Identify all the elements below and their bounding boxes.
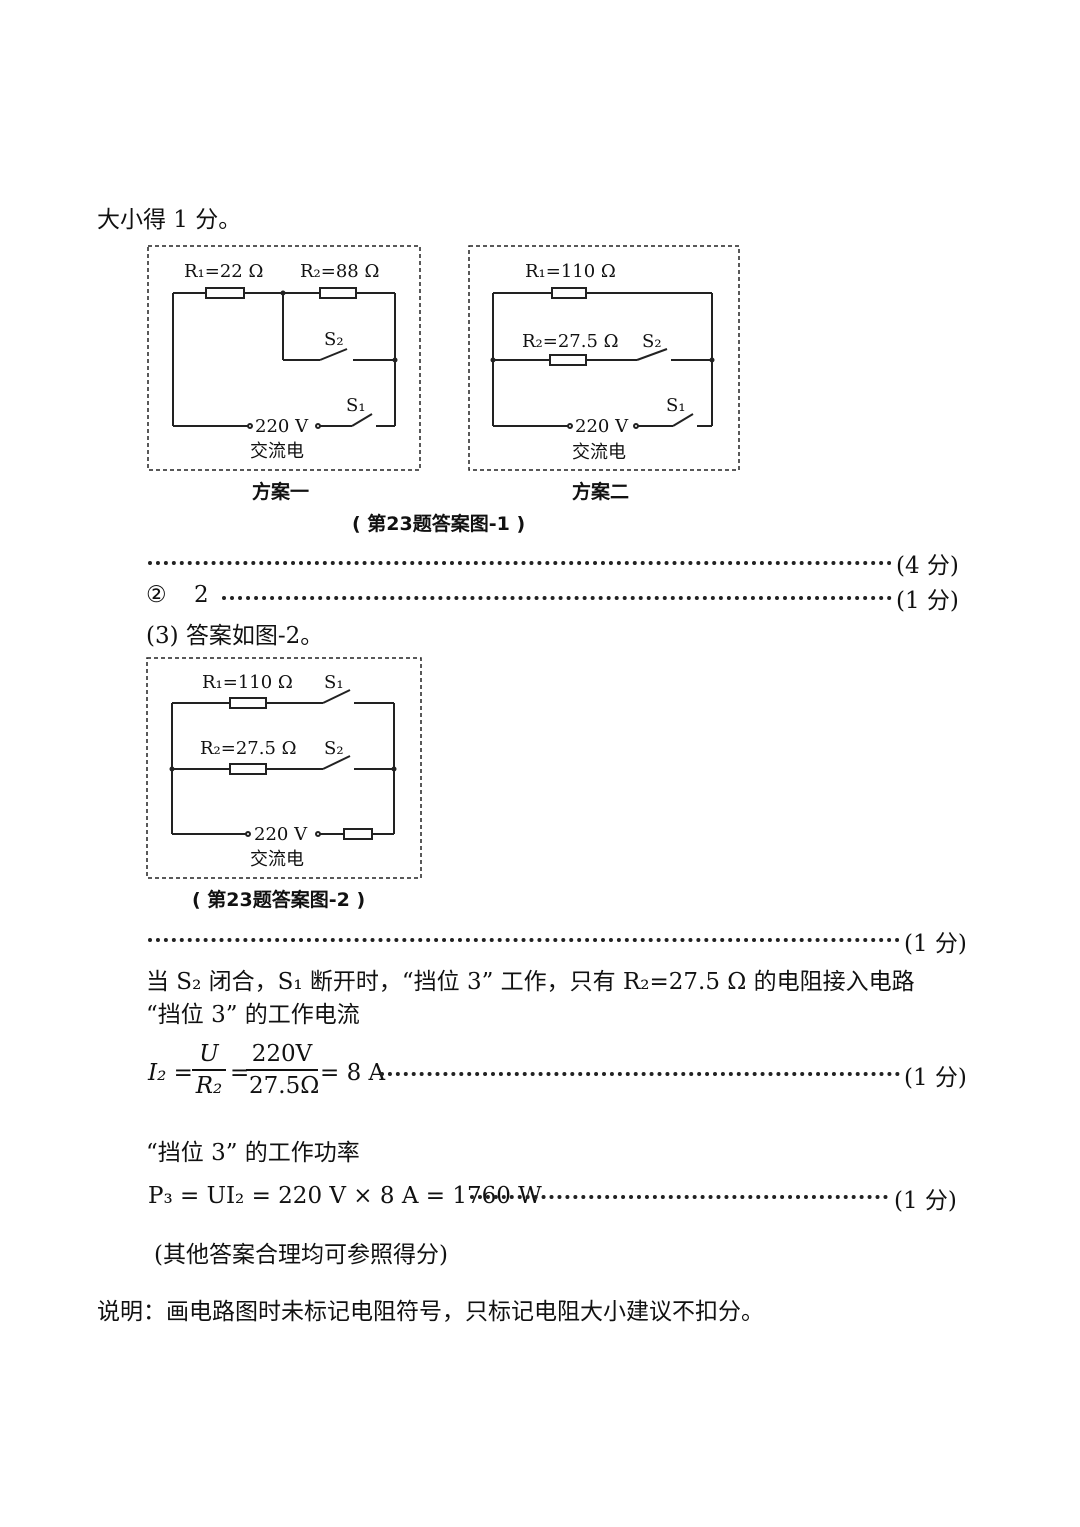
figure-1-caption: ( 第23题答案图-1 ) [352,512,525,535]
eq1-lhs: I₂ = [148,1060,193,1086]
fuse-symbol [343,828,373,840]
scheme-1-r2-label: R₂=88 Ω [300,261,379,282]
item-2-score: (1 分) [896,588,959,614]
scheme-1-voltage-label: 220 V [255,416,309,437]
scheme-2-s2-label: S₂ [642,331,662,352]
fig2-resistor-r2-symbol [229,763,267,775]
score-a: (4 分) [896,553,959,579]
note-grading: 说明：画电路图时未标记电阻符号，只标记电阻大小建议不扣分。 [97,1299,764,1325]
part-3-text: (3) 答案如图-2。 [146,623,324,649]
resistor-r1-symbol [205,287,245,299]
fig2-s2-label: S₂ [324,738,344,759]
eq1-equals: = [230,1060,250,1086]
eq1-result: = 8 A [320,1060,386,1086]
intro-text: 大小得 1 分。 [97,207,242,233]
scheme-2-resistor-r2-symbol [549,354,587,366]
eq1-fraction-2: 220V 27.5Ω [246,1041,320,1099]
dot-leader [148,938,900,942]
scheme-2-r2-label: R₂=27.5 Ω [522,331,619,352]
fig2-voltage-label: 220 V [254,824,308,845]
dot-leader [470,1195,888,1199]
dot-leader [380,1072,900,1076]
scheme-2-ac-label: 交流电 [572,442,626,463]
eq1-numerator-2: 220V [251,1041,313,1067]
scheme-2-voltage-label: 220 V [575,416,629,437]
eq2-score: (1 分) [894,1188,957,1214]
scheme-1-ac-label: 交流电 [250,441,304,462]
fig2-switch-s1-symbol [322,689,351,704]
switch-s2-symbol [319,348,348,361]
scheme-1-r1-label: R₁=22 Ω [184,261,263,282]
scheme-1-s2-label: S₂ [324,329,344,350]
fig2-resistor-r1-symbol [229,697,267,709]
scheme-2-name: 方案二 [572,480,629,503]
eq1-denominator-1: R₂ [195,1073,223,1099]
scheme-2-switch-s1-symbol [672,413,694,427]
scheme-1-name: 方案一 [252,480,309,503]
circuit-figure-2: R₁=110 Ω S₁ R₂=27.5 Ω S₂ 220 V 交流电 ( 第23… [146,657,422,911]
figure-2-caption: ( 第23题答案图-2 ) [192,888,365,911]
explanation-line-3: “挡位 3” 的工作功率 [146,1140,360,1166]
fig2-ac-label: 交流电 [250,849,304,870]
item-2-value: 2 [194,582,209,608]
switch-s1-symbol [351,413,373,427]
explanation-line-1: 当 S₂ 闭合，S₁ 断开时，“挡位 3” 工作，只有 R₂=27.5 Ω 的电… [146,969,915,995]
eq1-score: (1 分) [904,1065,967,1091]
scheme-2-switch-s2-symbol [636,348,668,361]
eq1-numerator-1: U [199,1041,219,1067]
scheme-2-s1-label: S₁ [666,395,686,416]
fig2-r2-label: R₂=27.5 Ω [200,738,297,759]
eq1-fraction-1: U R₂ [192,1041,226,1099]
scheme-2-r1-label: R₁=110 Ω [525,261,616,282]
scheme-2-resistor-r1-symbol [551,287,587,299]
fig2-r1-label: R₁=110 Ω [202,672,293,693]
dot-leader [148,561,892,565]
item-2-marker: ② [146,582,167,608]
note-other-answers: (其他答案合理均可参照得分) [154,1242,448,1268]
circuit-figure-1: R₁=22 Ω R₂=88 Ω S₂ S₁ 220 V 交流电 方案一 R₁=1… [147,245,740,535]
eq1-denominator-2: 27.5Ω [249,1073,320,1099]
score-b: (1 分) [904,931,967,957]
scheme-1-s1-label: S₁ [346,395,366,416]
fig2-switch-s2-symbol [322,755,351,770]
explanation-line-2: “挡位 3” 的工作电流 [146,1002,360,1028]
fig2-s1-label: S₁ [324,672,344,693]
dot-leader [222,596,892,600]
scheme-1-circuit [147,245,421,471]
resistor-r2-symbol [319,287,357,299]
